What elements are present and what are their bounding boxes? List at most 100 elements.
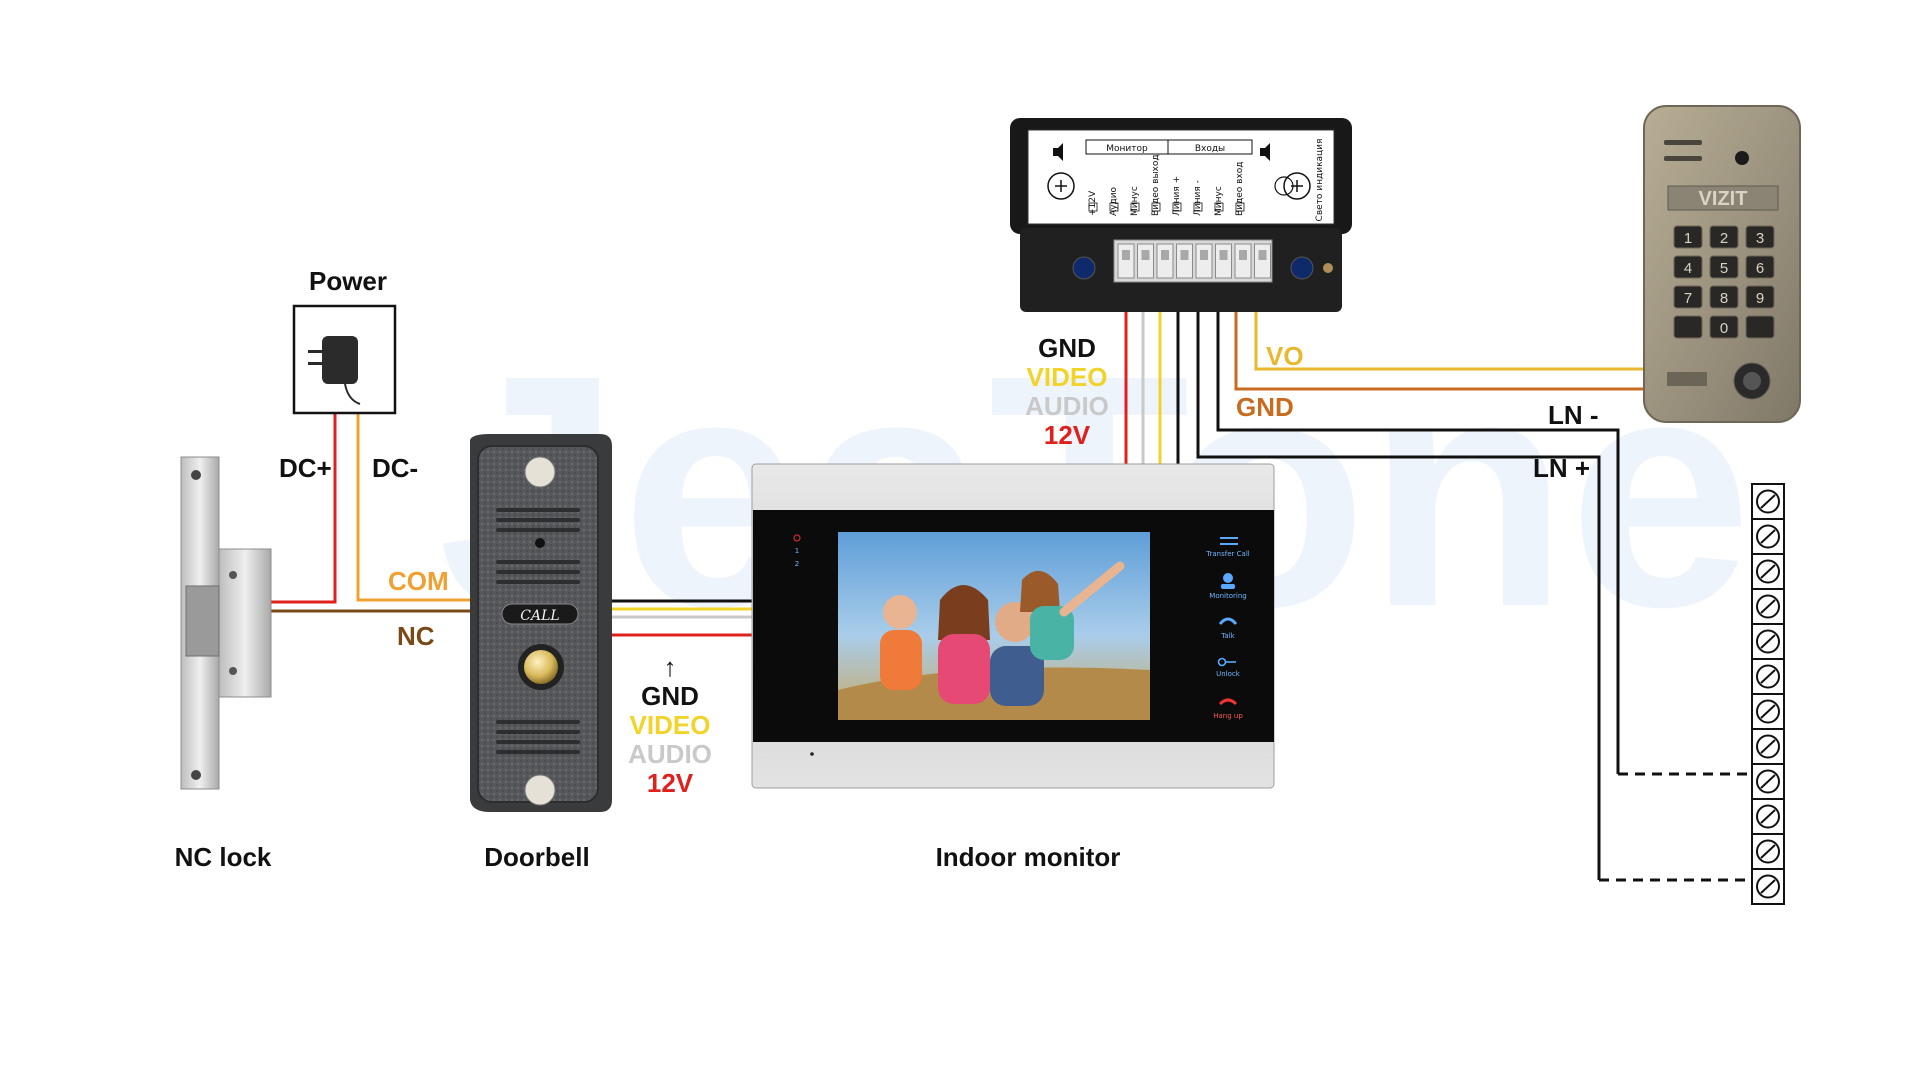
keypad-key xyxy=(1673,255,1703,279)
keypad-key-label: 3 xyxy=(1756,230,1764,247)
screw-slot-icon xyxy=(1760,564,1776,579)
keypad-key xyxy=(1709,285,1739,309)
doorbell-12v-label: 12V xyxy=(647,768,694,798)
terminal-slot xyxy=(1156,243,1174,279)
monitor-caption: Indoor monitor xyxy=(936,842,1121,872)
keypad-key-label: 8 xyxy=(1720,290,1728,307)
screw-icon xyxy=(524,774,556,806)
terminal-box xyxy=(1235,202,1245,212)
keypad-key-label: 2 xyxy=(1720,230,1728,247)
plug-pin-icon xyxy=(308,350,322,353)
keypad-key xyxy=(1709,255,1739,279)
screw-slot-icon xyxy=(1760,669,1776,684)
screw-slot-icon xyxy=(1760,494,1776,509)
terminal-slot xyxy=(1195,243,1213,279)
terminal-label: Минус xyxy=(1214,186,1224,216)
user-icon xyxy=(1223,573,1233,583)
keypad-key-label: 5 xyxy=(1720,260,1728,277)
screw-slot-icon xyxy=(1760,739,1776,754)
camera-lens-icon xyxy=(1735,151,1749,165)
group-inputs-label: Входы xyxy=(1195,144,1225,154)
keypad-key-label: 4 xyxy=(1684,260,1692,277)
cable-icon xyxy=(344,383,361,405)
family-photo xyxy=(838,561,1150,720)
hang-up-icon xyxy=(1218,698,1238,706)
indicator-icon xyxy=(1274,176,1294,196)
speaker-grille xyxy=(496,508,580,754)
terminal-slot xyxy=(1137,243,1154,279)
screw-slot-icon xyxy=(1760,774,1776,789)
doorbell-audio-label: AUDIO xyxy=(628,739,712,769)
doorbell-gnd-label: GND xyxy=(641,681,699,711)
monitor-button-column: Transfer Call Monitoring Talk Unlock Han… xyxy=(1205,537,1250,720)
screw-icon xyxy=(191,470,201,480)
transfer-icon xyxy=(1220,537,1238,545)
button-label: Unlock xyxy=(1216,670,1241,678)
plug-pin-icon xyxy=(308,362,322,365)
keypad-key xyxy=(1673,315,1703,339)
dc-plus-wire xyxy=(271,413,337,604)
terminal-label: Линия + xyxy=(1172,176,1182,216)
terminal-screw-icon xyxy=(1239,250,1247,260)
transfer-call-button[interactable]: Transfer Call xyxy=(1205,537,1250,558)
terminal-slot xyxy=(1117,243,1135,279)
terminal-box xyxy=(1193,202,1203,212)
com-wire xyxy=(356,413,470,602)
plug-icon xyxy=(322,336,358,384)
ln-plus-wire xyxy=(1196,282,1601,880)
terminal-box xyxy=(1172,202,1182,212)
lock-latch xyxy=(185,585,220,657)
keypad-key xyxy=(1745,285,1775,309)
terminal-screw-icon xyxy=(1200,250,1208,260)
terminal-screw-icon xyxy=(1258,250,1267,260)
terminal-slot xyxy=(1254,243,1271,279)
terminal-slot xyxy=(1176,243,1193,279)
brand-plate xyxy=(1667,185,1779,211)
terminal-slot xyxy=(1234,243,1252,279)
keypad-key-label: 7 xyxy=(1684,290,1692,307)
vo-label: VO xyxy=(1266,341,1304,371)
keypad-key xyxy=(1673,225,1703,249)
button-label: Transfer Call xyxy=(1205,550,1249,558)
call-button[interactable] xyxy=(524,650,558,684)
button-label: Talk xyxy=(1220,632,1235,640)
terminal-label: Минус xyxy=(1130,186,1140,216)
speaker-icon xyxy=(1260,143,1270,161)
terminal-box xyxy=(1109,202,1119,212)
camera-lens-icon xyxy=(535,538,545,548)
adapter-video-label: VIDEO xyxy=(1027,362,1108,392)
unlock-button[interactable]: Unlock xyxy=(1216,657,1241,679)
terminal-screw-icon xyxy=(1141,250,1150,260)
microphone-icon xyxy=(810,752,814,756)
lock-caption: NC lock xyxy=(175,842,272,872)
terminal-screw-icon xyxy=(1180,250,1189,260)
terminal-screws xyxy=(1117,243,1271,279)
keypad-key-label: 0 xyxy=(1720,320,1728,337)
button-label: Monitoring xyxy=(1209,592,1246,600)
gnd-line-wire xyxy=(1234,282,1644,391)
button-label: Hang up xyxy=(1213,712,1243,720)
call-plate xyxy=(501,603,579,625)
screw-icon xyxy=(229,667,237,675)
user-icon-body xyxy=(1221,584,1235,589)
screw-slot-icon xyxy=(1760,809,1776,824)
lock-body xyxy=(218,548,272,698)
monitoring-button[interactable]: Monitoring xyxy=(1209,573,1247,600)
screw-icon xyxy=(229,571,237,579)
doorbell-unit: CALL xyxy=(470,434,612,812)
keypad-key xyxy=(1673,285,1703,309)
keypad-key-label: 6 xyxy=(1756,260,1764,277)
doorbell-video-label: VIDEO xyxy=(630,710,711,740)
com-label: COM xyxy=(388,566,449,596)
talk-button[interactable]: Talk xyxy=(1218,617,1238,640)
wires xyxy=(271,282,1752,882)
adjust-knob-icon xyxy=(1047,172,1075,200)
hang-up-button[interactable]: Hang up xyxy=(1213,698,1243,720)
terminal-box xyxy=(1151,202,1161,212)
indicator-text: Свето индикация xyxy=(1315,139,1325,222)
